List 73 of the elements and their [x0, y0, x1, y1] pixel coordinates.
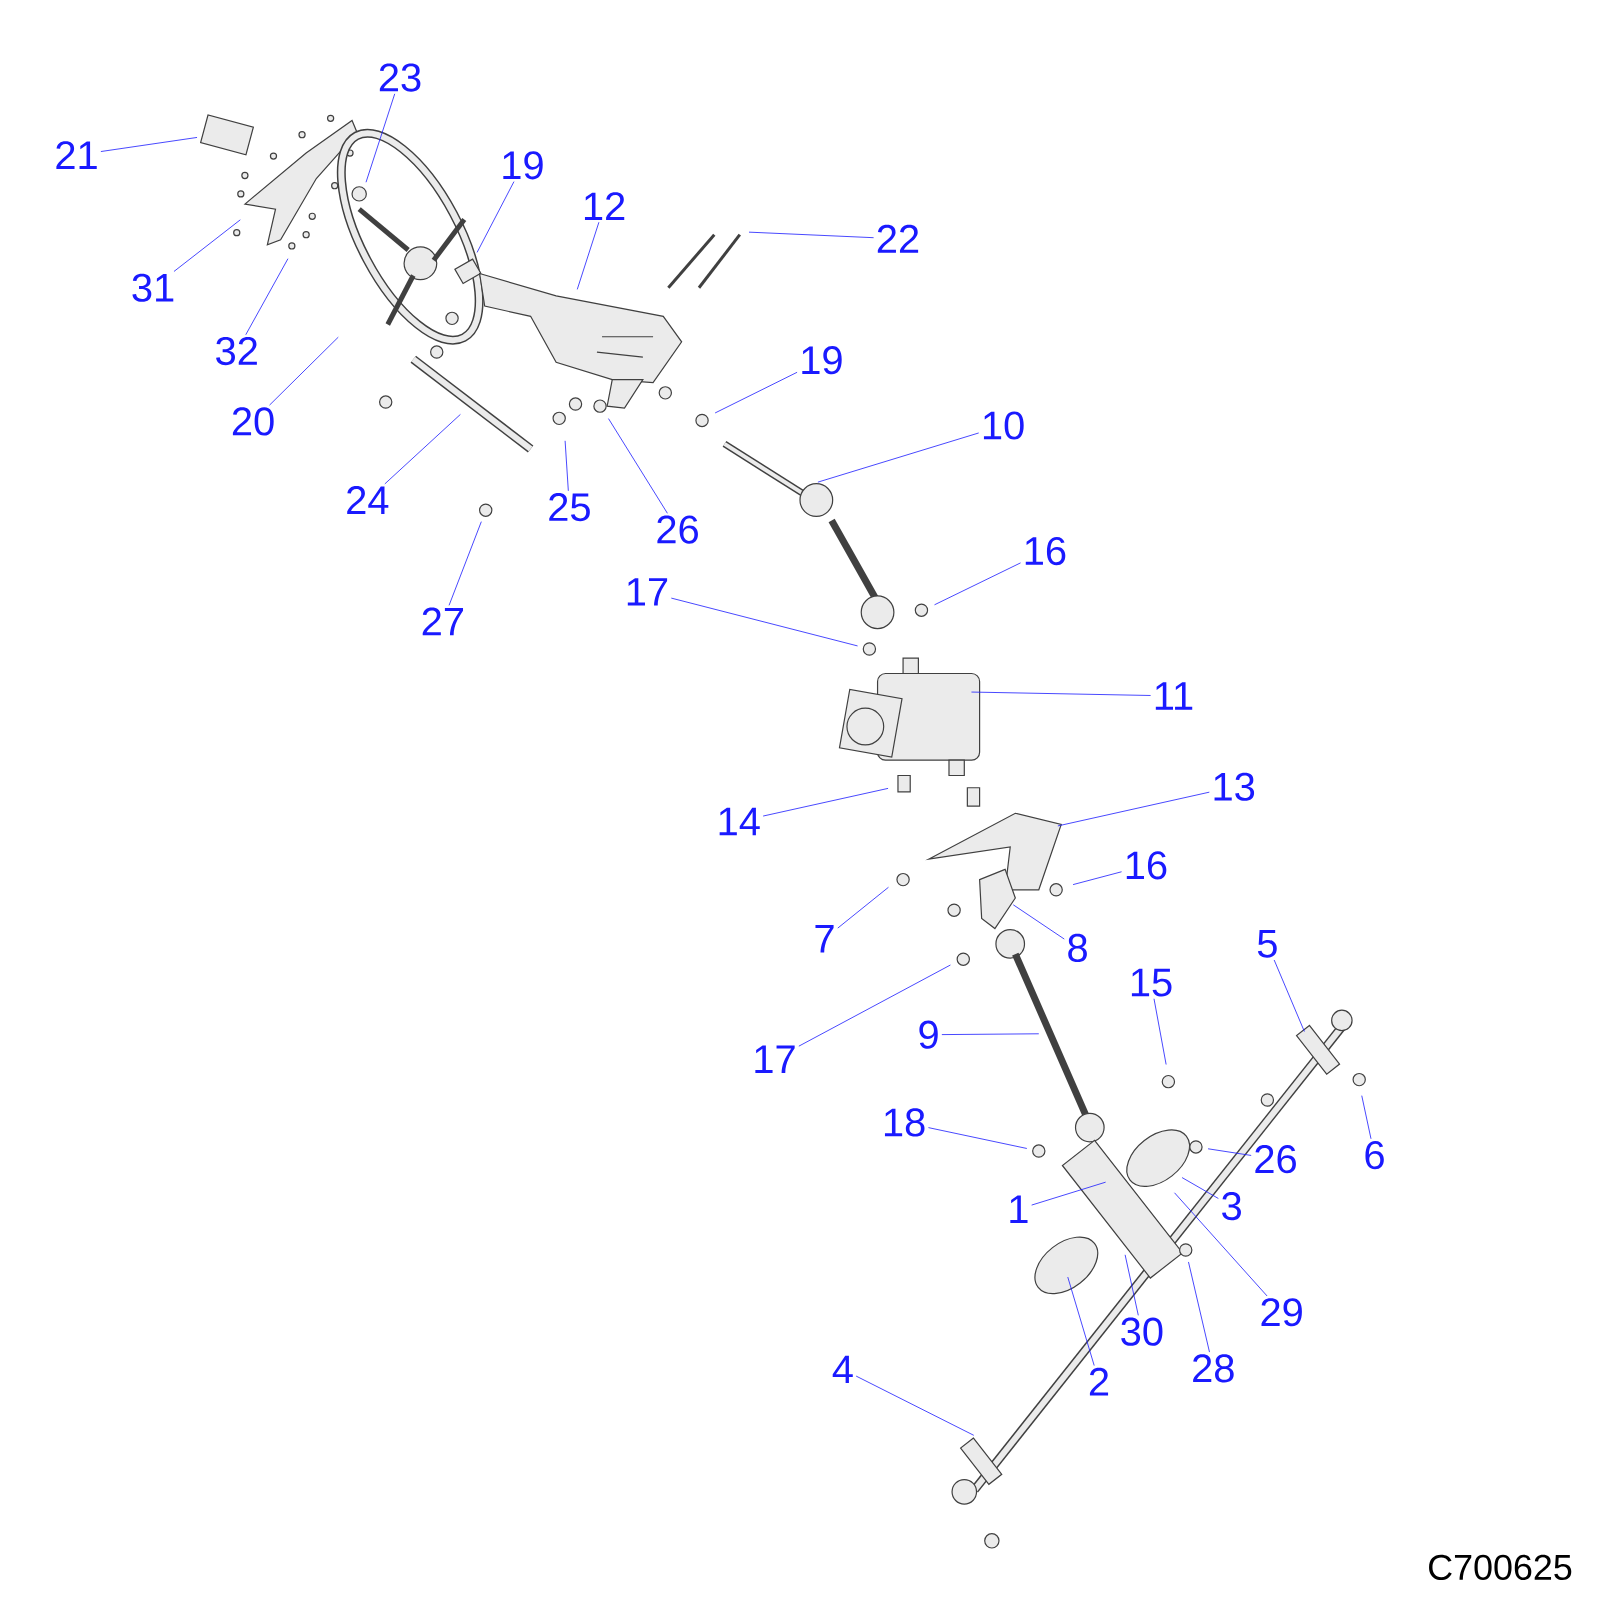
leader-line [100, 137, 198, 152]
callout-number: 29 [1261, 1298, 1302, 1327]
drawing-number: C700625 [1429, 1554, 1572, 1581]
callout-number: 28 [1193, 1354, 1234, 1383]
callout-number: 26 [1255, 1145, 1296, 1174]
leader-line [1174, 1192, 1268, 1297]
leader-line [1273, 959, 1305, 1032]
leader-line [1124, 1254, 1139, 1316]
leader-line [384, 414, 461, 485]
callout-number: 27 [422, 607, 463, 636]
callout-number: 3 [1222, 1192, 1241, 1221]
leader-line [1181, 1177, 1219, 1199]
callout-number: 16 [1025, 536, 1066, 566]
callout-number: 22 [877, 224, 919, 253]
callout-number: 17 [627, 578, 668, 606]
callout-number: 23 [379, 63, 421, 92]
callout-number: 31 [132, 273, 174, 302]
callout-number: 14 [719, 807, 760, 836]
callout-number: 17 [755, 1045, 795, 1073]
leader-line [748, 231, 874, 239]
leader-line [714, 371, 798, 414]
callout-number: 12 [584, 192, 625, 221]
callout-number: 7 [815, 925, 834, 953]
callout-number: 15 [1131, 968, 1172, 997]
leader-line [855, 1375, 975, 1436]
callout-number: 24 [347, 486, 389, 514]
callout-number: 19 [503, 151, 543, 180]
callout-number: 11 [1155, 682, 1193, 710]
callout-number: 18 [884, 1108, 925, 1137]
leader-line [934, 562, 1021, 606]
callout-number: 9 [919, 1020, 938, 1049]
callout-number: 5 [1257, 930, 1277, 958]
callout-number: 26 [657, 515, 698, 544]
leader-line [173, 219, 241, 272]
callout-number: 10 [983, 411, 1024, 440]
callout-number: 30 [1121, 1317, 1163, 1346]
callout-number: 2 [1089, 1367, 1109, 1396]
callout-number: 19 [802, 346, 842, 375]
leader-line [1072, 871, 1122, 885]
leader-line [476, 181, 515, 253]
leader-line [971, 691, 1151, 696]
leader-line [1188, 1261, 1210, 1353]
leader-line [941, 1033, 1040, 1035]
leader-line [1153, 998, 1167, 1065]
leader-line [1067, 1276, 1095, 1366]
leader-line [670, 597, 858, 647]
leader-line [608, 418, 668, 514]
leader-line [798, 964, 951, 1047]
callout-number: 4 [832, 1355, 853, 1384]
leader-line [1031, 1181, 1107, 1206]
leader-line [928, 1127, 1028, 1149]
leader-line [1207, 1148, 1252, 1156]
callout-number: 1 [1010, 1195, 1028, 1223]
leader-line [837, 886, 889, 929]
leader-line [448, 521, 482, 606]
leader-line [762, 788, 889, 817]
leader-line [564, 440, 569, 492]
leader-line [1012, 904, 1065, 940]
leader-line [365, 93, 396, 183]
callout-number: 13 [1214, 772, 1255, 801]
leader-line [1361, 1095, 1372, 1140]
callout-number: 8 [1068, 933, 1087, 963]
leader-line [269, 336, 339, 406]
callout-number: 21 [56, 141, 97, 169]
leader-line [817, 432, 980, 483]
callout-number: 32 [216, 336, 257, 366]
leader-line [245, 258, 289, 336]
leader-line [576, 221, 600, 290]
callout-number: 16 [1126, 851, 1167, 880]
callout-number: 25 [549, 493, 590, 522]
callout-number: 20 [232, 407, 274, 436]
leader-line [1057, 791, 1210, 827]
callout-number: 6 [1365, 1141, 1384, 1170]
